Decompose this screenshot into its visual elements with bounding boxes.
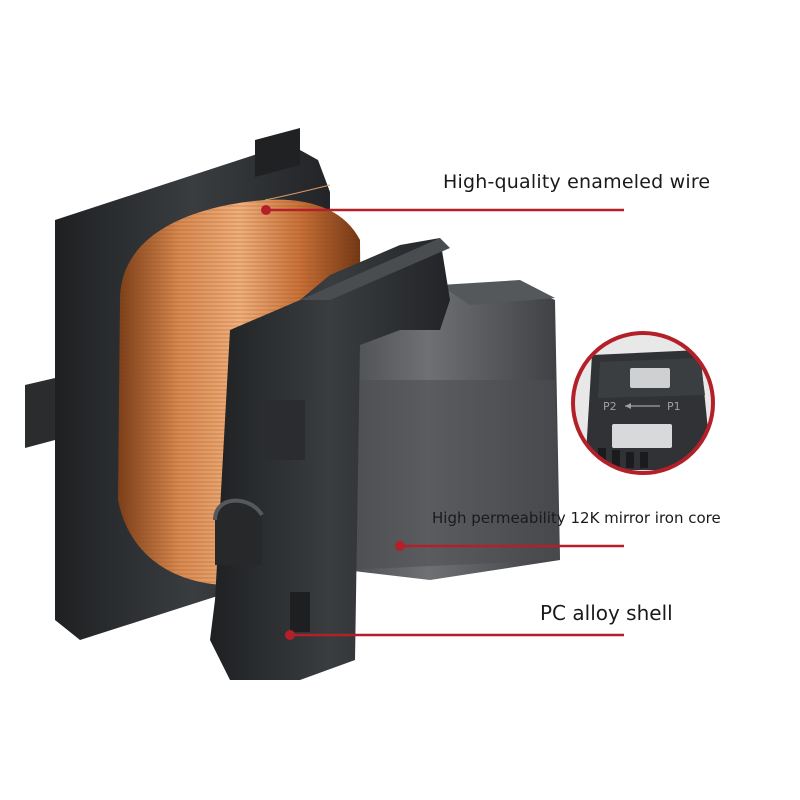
callout-enameled-wire: High-quality enameled wire bbox=[443, 171, 711, 193]
leader-lines bbox=[261, 205, 624, 640]
front-flange bbox=[210, 238, 450, 680]
inset-ring bbox=[571, 331, 715, 475]
callout-alloy-shell: PC alloy shell bbox=[540, 601, 673, 625]
inset-pin-label-p2: P2 bbox=[603, 400, 617, 413]
marker-dot-shell bbox=[285, 630, 295, 640]
inset-pin-label-p1: P1 bbox=[667, 400, 681, 413]
callout-iron-core: High permeability 12K mirror iron core bbox=[432, 509, 721, 527]
inset-core-bottom bbox=[612, 424, 672, 448]
marker-dot-core bbox=[395, 541, 405, 551]
detail-inset: P2 P1 bbox=[571, 331, 715, 475]
inset-core-top bbox=[630, 368, 670, 388]
iron-core bbox=[340, 280, 560, 580]
marker-dot-wire bbox=[261, 205, 271, 215]
